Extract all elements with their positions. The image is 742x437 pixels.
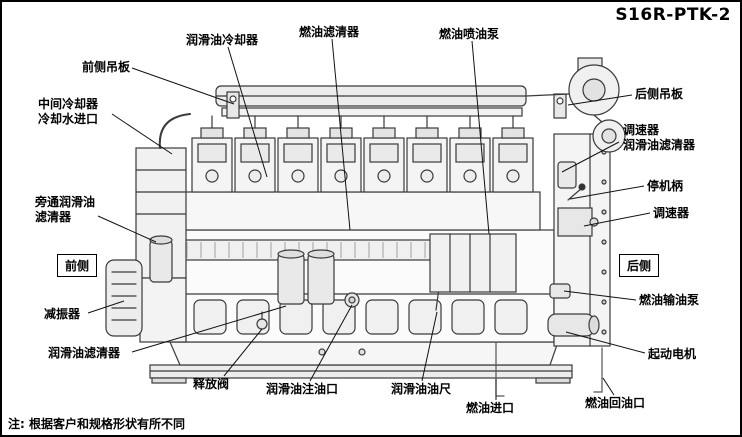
label-rear-lifting-plate: 后侧吊板: [635, 87, 684, 101]
governor-oil-filter-part: [557, 161, 577, 189]
engine-illustration: [105, 57, 626, 397]
front-lifting-plate-part: [226, 91, 240, 119]
stop-handle-part: [567, 183, 586, 201]
label-fuel-injection-pump: 燃油喷油泵: [439, 27, 500, 41]
cylinder-heads: [191, 127, 534, 193]
leader-lines: [87, 38, 651, 400]
label-governor-and-lube-oil-filter: 调速器 润滑油滤清器: [623, 123, 696, 152]
model-title: S16R-PTK-2: [615, 5, 731, 25]
rear-side-marker: 后侧: [619, 254, 660, 277]
label-intercooler-cooling-water-inlet: 中间冷却器 冷却水进口: [38, 97, 99, 126]
fuel-feed-pump-part: [549, 283, 571, 299]
rear-lifting-plate-part: [553, 93, 567, 119]
engine-base-skid: [149, 364, 573, 384]
damper-part: [105, 259, 143, 337]
bypass-filter-part: [149, 235, 173, 283]
injection-pump-cluster: [429, 233, 517, 293]
flywheel-housing: [553, 133, 611, 347]
front-side-marker: 前侧: [57, 254, 98, 277]
label-fuel-feed-pump: 燃油输油泵: [639, 293, 700, 307]
oil-filler-part: [344, 292, 360, 308]
governor-part: [557, 207, 599, 237]
lube-oil-filters-part: [277, 249, 335, 305]
oil-pan: [169, 341, 559, 366]
label-lube-oil-filter: 润滑油滤清器: [48, 346, 121, 360]
label-fuel-return-port: 燃油回油口: [585, 396, 646, 410]
label-release-valve: 释放阀: [193, 377, 230, 391]
label-lube-oil-dipstick: 润滑油油尺: [391, 382, 452, 396]
label-lube-oil-cooler: 润滑油冷却器: [186, 33, 259, 47]
label-starting-motor: 起动电机: [648, 347, 697, 361]
label-fuel-filter: 燃油滤清器: [299, 25, 360, 39]
starting-motor-part: [547, 313, 600, 337]
top-manifold: [211, 85, 527, 129]
label-fuel-inlet: 燃油进口: [466, 401, 515, 415]
cylinder-deck: [183, 191, 541, 231]
label-front-lifting-plate: 前侧吊板: [82, 60, 131, 74]
label-damper: 减振器: [44, 307, 81, 321]
label-stop-handle: 停机柄: [647, 179, 684, 193]
label-bypass-lube-oil-filter: 旁通润滑油 滤清器: [35, 195, 96, 224]
label-lube-oil-filler: 润滑油注油口: [266, 382, 339, 396]
front-gear-case: [139, 277, 187, 343]
footnote: 注: 根据客户和规格形状有所不同: [8, 417, 185, 431]
label-governor: 调速器: [653, 206, 690, 220]
